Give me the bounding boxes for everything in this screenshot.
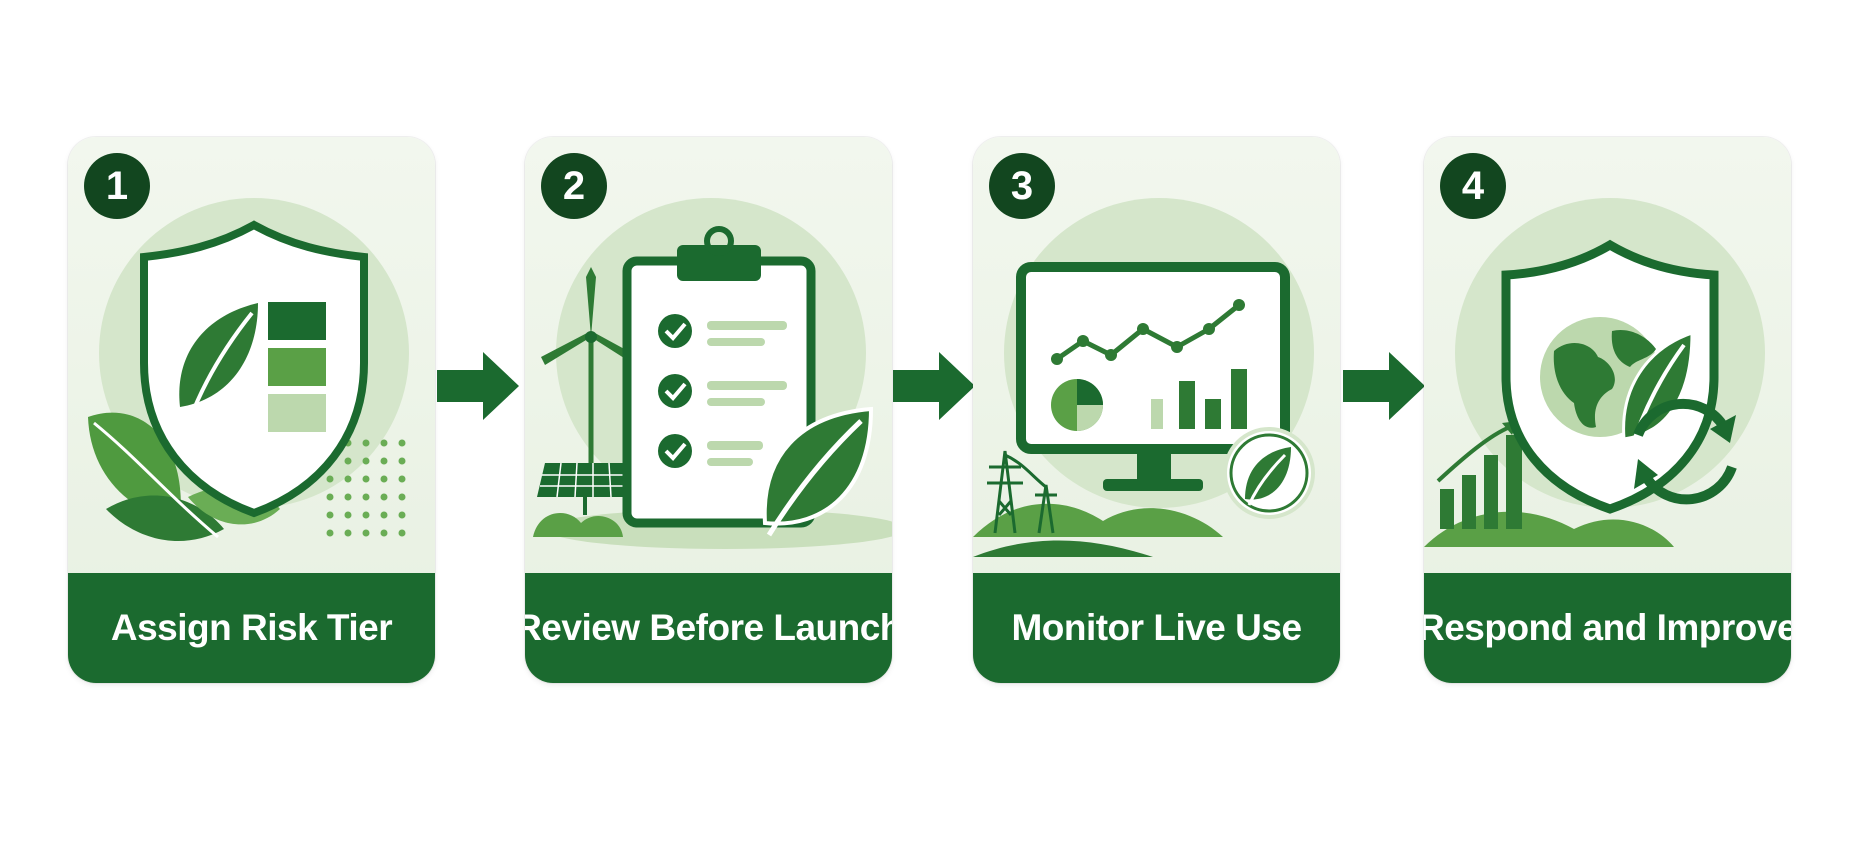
step-card-1: 1 Assign Risk Tier <box>68 137 435 683</box>
clipboard-checklist-icon <box>533 198 892 549</box>
refresh-cycle-icon <box>1633 398 1737 505</box>
step-label-bar: Review Before Launch <box>525 573 892 683</box>
power-pylon-icon <box>987 450 1057 534</box>
growth-bars-icon <box>1440 435 1522 529</box>
step-number-badge: 4 <box>1440 153 1506 219</box>
step-card-4: 4 Respond and Improve <box>1424 137 1791 683</box>
step-number-badge: 3 <box>989 153 1055 219</box>
step-card-2: 2 Review Before Launch <box>525 137 892 683</box>
step-label: Review Before Launch <box>525 607 892 648</box>
step-number-badge: 2 <box>541 153 607 219</box>
step-label-bar: Respond and Improve <box>1424 573 1791 683</box>
step-label: Monitor Live Use <box>1011 607 1302 648</box>
step-label-bar: Monitor Live Use <box>973 573 1340 683</box>
step-label-bar: Assign Risk Tier <box>68 573 435 683</box>
shield-leaf-icon <box>88 198 409 542</box>
shield-globe-icon <box>1424 198 1765 547</box>
step-label: Assign Risk Tier <box>110 607 393 648</box>
monitor-chart-icon <box>973 198 1315 557</box>
arrow-right-icon <box>893 352 975 420</box>
arrow-right-icon <box>1343 352 1425 420</box>
step-card-3: 3 Monitor Live Use <box>973 137 1340 683</box>
step-label: Respond and Improve <box>1424 607 1791 648</box>
solar-panel-icon <box>537 462 633 515</box>
step-number-badge: 1 <box>84 153 150 219</box>
arrow-right-icon <box>437 352 519 420</box>
checklist-rows <box>658 314 787 468</box>
